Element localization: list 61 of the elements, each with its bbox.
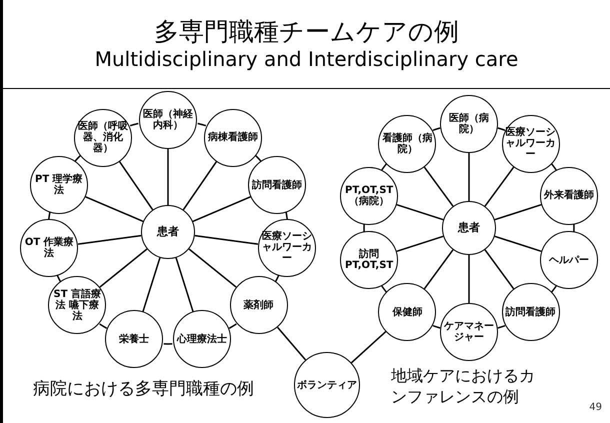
connector-line [175,258,194,312]
connector-line [494,204,542,220]
role-circle: PT 理学療法 [30,156,88,214]
connector-line [350,331,386,364]
connector-line [130,122,138,126]
role-circle: 医療ソーシャルワーカー [258,218,316,277]
connector-line [277,326,306,360]
connector-line [164,343,172,345]
role-circle: 患者 [442,201,496,255]
connector-line [99,323,108,329]
connector-line [494,236,542,252]
connector-line [432,325,440,329]
slide-subtitle: Multidisciplinary and Interdisciplinary care [94,46,518,72]
page-number: 49 [589,402,602,413]
role-circle: ボランティア [294,352,360,418]
connector-line [228,323,237,329]
slide-title: 多専門職種チームケアの例 [154,16,459,46]
connector-line [182,161,218,210]
role-circle: 外来看護師 [540,166,598,225]
role-circle: PT,OT,ST （病院） [340,166,398,225]
connector-line [194,234,258,245]
role-circle: ヘルパー [540,231,598,290]
role-circle: 保健師 [378,283,436,342]
connector-line [484,166,514,207]
role-circle: 医師（病院） [440,95,498,153]
connector-line [424,249,454,290]
connector-line [396,236,444,252]
connector-line [188,248,237,288]
role-circle: OT 作業療法 [20,218,78,277]
connector-line [99,248,148,288]
connector-line [78,234,142,245]
connector-line [192,196,251,222]
connector-line [424,166,454,207]
connector-line [85,196,144,222]
role-circle: 訪問看護師 [502,283,560,342]
role-circle: 訪問 PT,OT,ST [340,231,398,290]
role-circle: 患者 [141,205,195,259]
role-circle: 栄養士 [105,310,164,368]
connector-line [484,249,514,290]
connector-line [118,161,154,210]
connector-line [498,325,506,329]
connector-line [167,149,169,205]
role-circle: 医療ソーシャルワーカー [502,114,560,173]
role-circle: 看護師（病院） [378,114,436,173]
connector-line [396,204,444,220]
role-circle: 医師（神経内科） [139,91,197,149]
caption-text: 地域ケアにおけるカンファレンスの例 [391,366,536,408]
connector-line [432,127,440,131]
role-circle: 訪問看護師 [248,156,306,214]
role-circle: ケアマネージャー [440,303,498,361]
role-circle: 薬剤師 [230,276,288,334]
caption-text: 病院における多専門職種の例 [33,378,255,400]
role-circle: ST 言語療法 嚥下療法 [48,276,106,334]
connector-line [498,127,506,131]
role-circle: 医師（呼吸器、消化器） [74,108,132,167]
connector-line [468,255,470,303]
connector-line [198,122,206,126]
role-circle: 心理療法士 [172,310,231,368]
connector-line [142,258,161,312]
connector-line [468,153,470,201]
role-circle: 病棟看護師 [204,108,262,167]
